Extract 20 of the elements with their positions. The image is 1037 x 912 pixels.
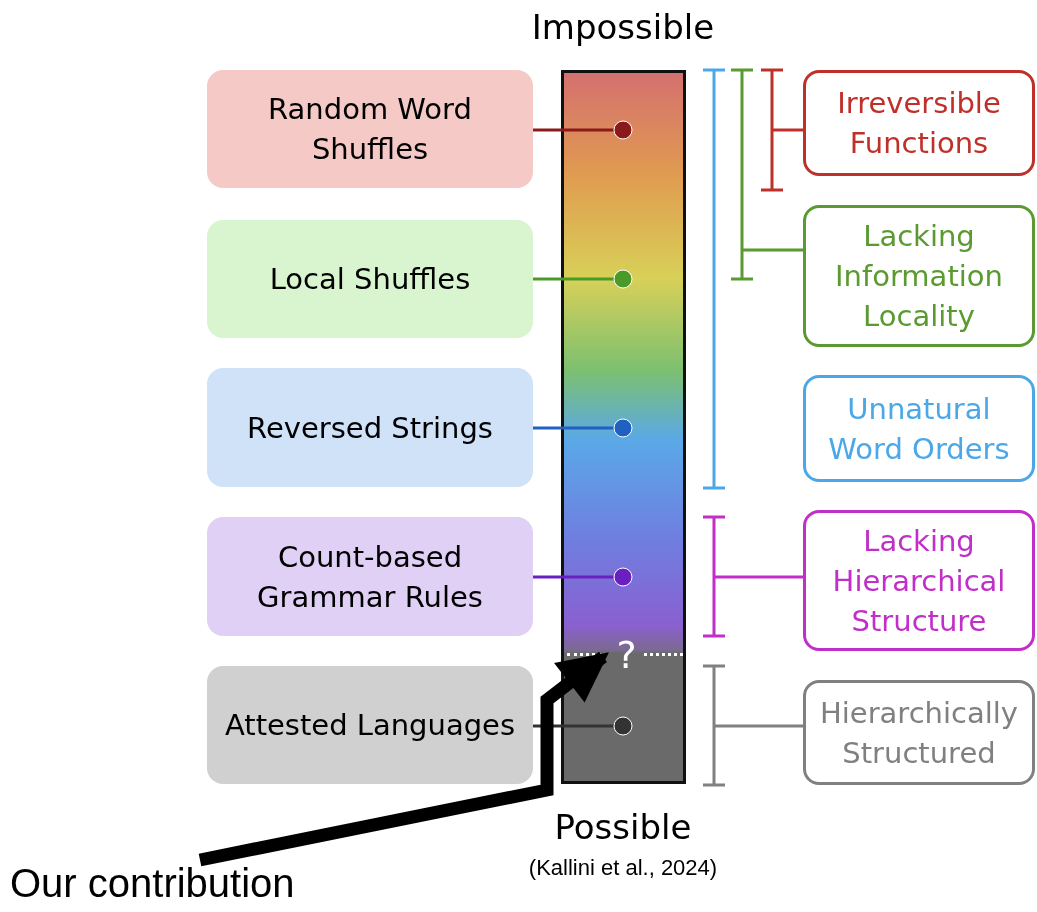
connector-line xyxy=(533,119,634,141)
connector-line xyxy=(533,268,634,290)
category-box: Random Word Shuffles xyxy=(207,70,533,188)
property-box: Hierarchically Structured xyxy=(803,680,1035,785)
property-box: Lacking Information Locality xyxy=(803,205,1035,347)
property-box: Unnatural Word Orders xyxy=(803,375,1035,482)
question-mark-label: ? xyxy=(608,631,645,679)
scale-label: Impossible xyxy=(530,6,716,49)
category-box: Attested Languages xyxy=(207,666,533,784)
connector-line xyxy=(533,566,634,588)
citation-text: (Kallini et al., 2024) xyxy=(527,855,719,881)
category-box: Local Shuffles xyxy=(207,220,533,338)
property-box: Irreversible Functions xyxy=(803,70,1035,176)
scale-label: Possible xyxy=(553,806,693,849)
pointer-arrow xyxy=(198,651,609,867)
annotation-text: Our contribution xyxy=(10,858,370,908)
property-box: Lacking Hierarchical Structure xyxy=(803,510,1035,651)
connector-line xyxy=(533,417,634,439)
category-box: Count-based Grammar Rules xyxy=(207,517,533,636)
category-box: Reversed Strings xyxy=(207,368,533,487)
